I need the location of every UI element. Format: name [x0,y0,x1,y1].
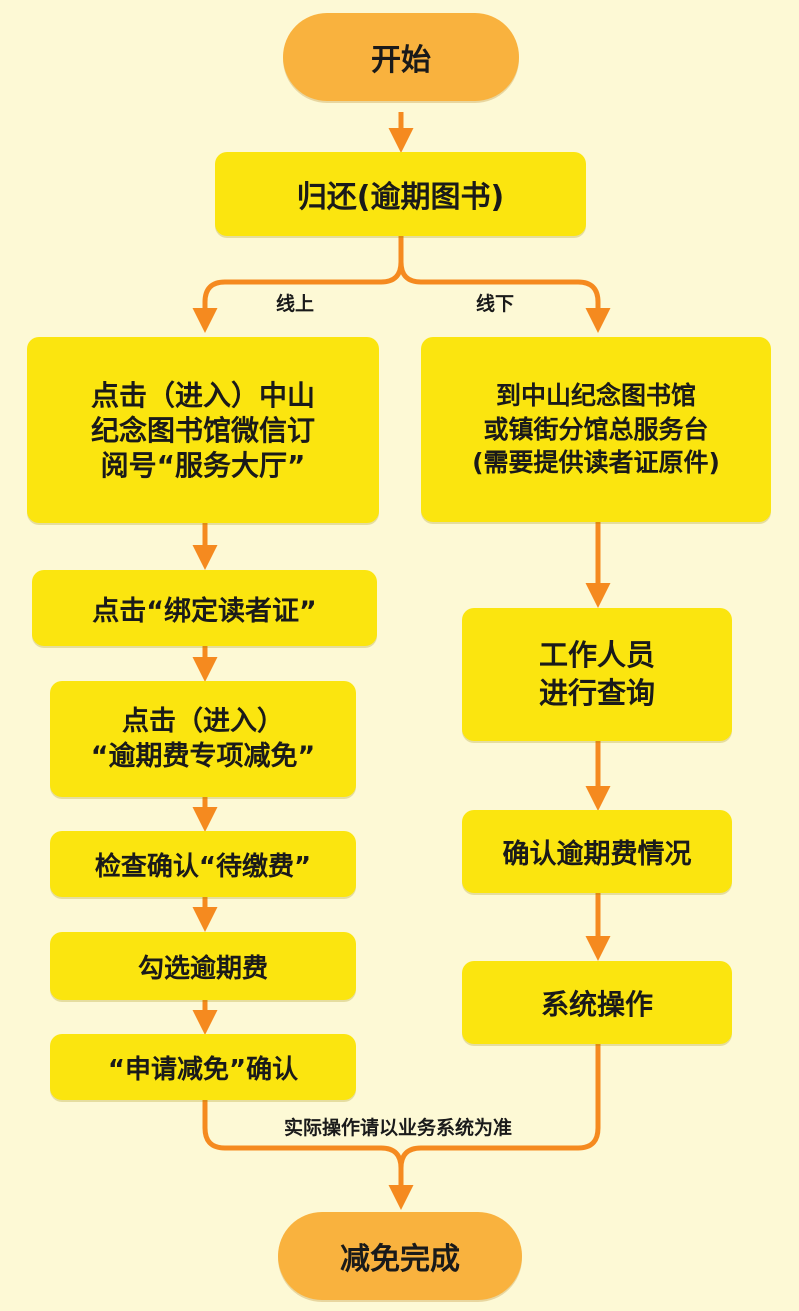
online-step-enter-service-hall: 点击（进入）中山 纪念图书馆微信订 阅号“服务大厅” [27,337,379,523]
offline-step-confirm-overdue-fee: 确认逾期费情况 [462,810,732,893]
connector-return-split-right [398,261,611,333]
online-step-enter-fee-waiver: 点击（进入） “逾期费专项减免” [50,681,356,797]
offline-step-visit-service-desk: 到中山纪念图书馆 或镇街分馆总服务台 (需要提供读者证原件) [421,337,771,522]
offline-step-staff-query: 工作人员 进行查询 [462,608,732,741]
branch-label-offline: 线下 [475,293,515,315]
online-step-apply-waiver-confirm: “申请减免”确认 [50,1034,356,1100]
end-node-waiver-complete: 减免完成 [278,1212,522,1300]
online-step-select-overdue-fee: 勾选逾期费 [50,932,356,1000]
connector-merge-right [398,1044,601,1169]
online-step-bind-reader-card: 点击“绑定读者证” [32,570,377,646]
return-overdue-book-node: 归还(逾期图书) [215,152,586,236]
start-node: 开始 [283,13,519,101]
online-step-check-pending-payment: 检查确认“待缴费” [50,831,356,897]
offline-step-system-operation: 系统操作 [462,961,732,1044]
branch-label-online: 线上 [275,293,315,315]
disclaimer-note: 实际操作请以业务系统为准 [283,1117,513,1139]
